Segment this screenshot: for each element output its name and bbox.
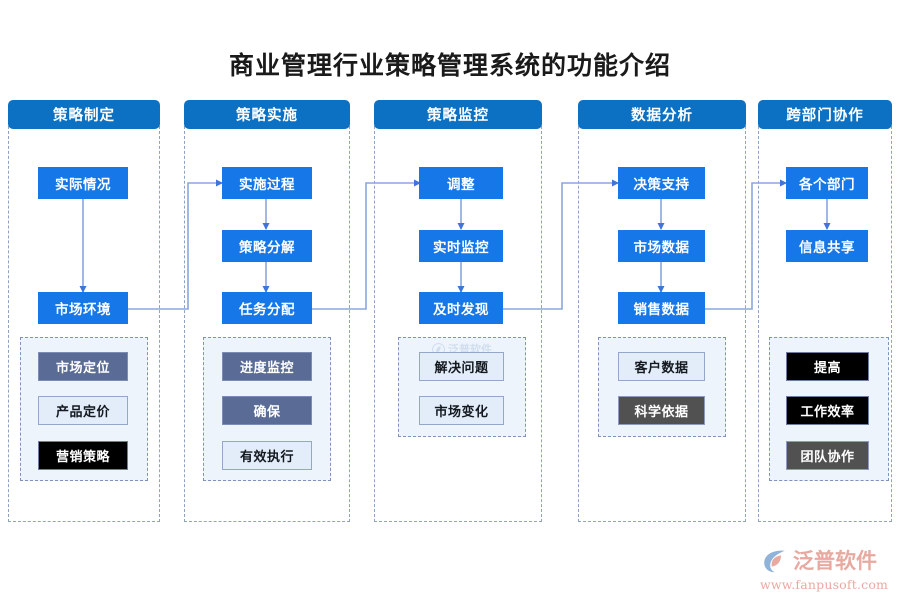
flow-box-market-environment[interactable]: 市场环境 — [38, 292, 128, 324]
flow-box-information-sharing[interactable]: 信息共享 — [786, 230, 868, 262]
flow-box-each-department[interactable]: 各个部门 — [786, 167, 868, 199]
chip-improve[interactable]: 提高 — [786, 352, 869, 381]
column-strategy-implementation: 策略实施 — [184, 100, 350, 522]
column-frame — [184, 126, 350, 522]
flow-box-task-allocation[interactable]: 任务分配 — [222, 292, 312, 324]
chip-work-efficiency[interactable]: 工作效率 — [786, 396, 869, 425]
flow-box-timely-discovery[interactable]: 及时发现 — [419, 292, 503, 324]
brand-name: 泛普软件 — [793, 548, 877, 573]
flow-box-market-data[interactable]: 市场数据 — [618, 230, 705, 262]
column-frame — [8, 126, 160, 522]
chip-customer-data[interactable]: 客户数据 — [618, 352, 705, 381]
chip-marketing-strategy[interactable]: 营销策略 — [38, 441, 128, 470]
flow-box-strategy-decomposition[interactable]: 策略分解 — [222, 230, 312, 262]
brand-logo-row: 泛普软件 — [760, 546, 892, 576]
chip-solve-problems[interactable]: 解决问题 — [419, 352, 504, 381]
chip-product-pricing[interactable]: 产品定价 — [38, 396, 128, 425]
fanpu-logo-icon — [764, 550, 785, 573]
column-header-2[interactable]: 策略实施 — [184, 100, 350, 129]
flow-box-implementation-process[interactable]: 实施过程 — [222, 167, 312, 199]
chip-team-collaboration[interactable]: 团队协作 — [786, 441, 869, 470]
column-header-3[interactable]: 策略监控 — [374, 100, 542, 129]
chip-market-positioning[interactable]: 市场定位 — [38, 352, 128, 381]
page-title: 商业管理行业策略管理系统的功能介绍 — [228, 51, 671, 80]
brand-url: www.fanpusoft.com — [760, 577, 889, 592]
column-frame — [758, 126, 892, 522]
flow-box-realtime-monitoring[interactable]: 实时监控 — [419, 230, 503, 262]
column-frame — [578, 126, 746, 522]
flow-box-adjustment[interactable]: 调整 — [419, 167, 503, 199]
flow-box-sales-data[interactable]: 销售数据 — [618, 292, 705, 324]
chip-scientific-basis[interactable]: 科学依据 — [618, 396, 705, 425]
column-strategy-formulation: 策略制定 — [8, 100, 160, 522]
flow-box-decision-support[interactable]: 决策支持 — [618, 167, 705, 199]
chip-ensure[interactable]: 确保 — [222, 396, 312, 425]
column-cross-department-collaboration: 跨部门协作 — [758, 100, 892, 522]
chip-effective-execution[interactable]: 有效执行 — [222, 441, 312, 470]
chip-market-change[interactable]: 市场变化 — [419, 396, 504, 425]
column-data-analysis: 数据分析 — [578, 100, 746, 522]
brand-logo: 泛普软件 www.fanpusoft.com — [760, 546, 892, 592]
flow-box-actual-situation[interactable]: 实际情况 — [38, 167, 128, 199]
column-header-4[interactable]: 数据分析 — [578, 100, 746, 129]
column-header-1[interactable]: 策略制定 — [8, 100, 160, 129]
column-frame — [374, 126, 542, 522]
column-strategy-monitoring: 策略监控 — [374, 100, 542, 522]
column-header-5[interactable]: 跨部门协作 — [758, 100, 892, 129]
chip-progress-monitoring[interactable]: 进度监控 — [222, 352, 312, 381]
